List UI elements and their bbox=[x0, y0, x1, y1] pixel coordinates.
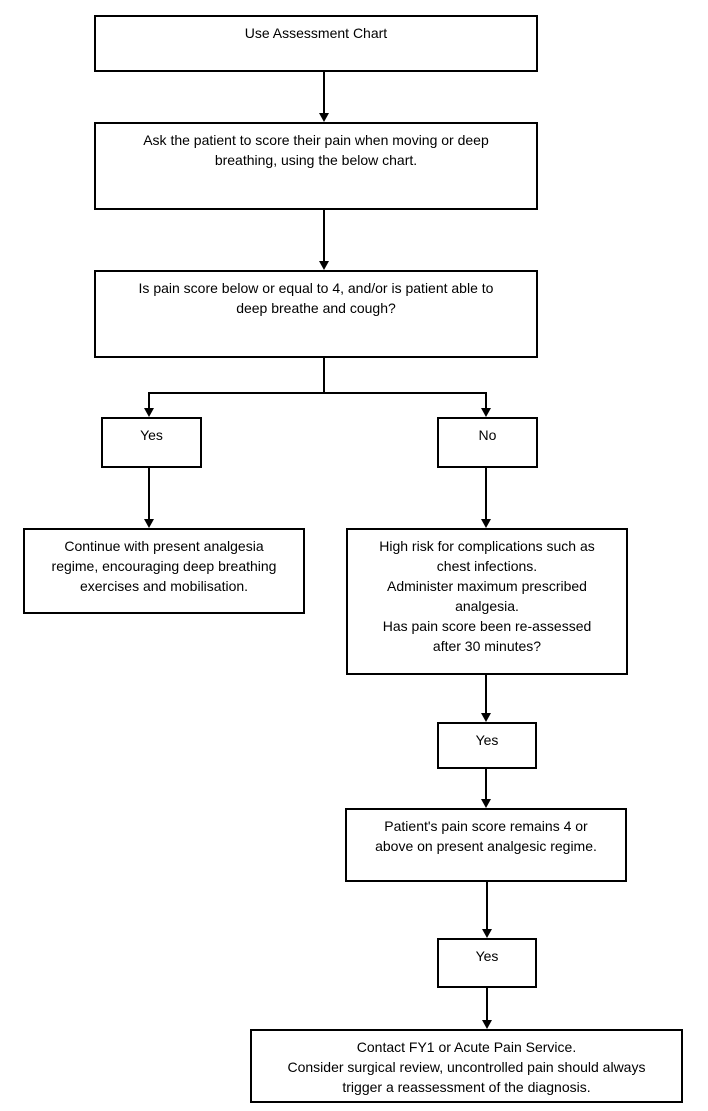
connector-question-stem bbox=[323, 358, 325, 394]
connector-start-to-ask bbox=[323, 72, 325, 113]
arrowhead-no-to-highrisk bbox=[481, 519, 491, 528]
connector-branch-to-yes bbox=[148, 392, 150, 408]
arrowhead-ask-to-question bbox=[319, 261, 329, 270]
arrowhead-branch-to-yes bbox=[144, 408, 154, 417]
node-ask-patient-pain-score: Ask the patient to score their pain when… bbox=[94, 122, 538, 210]
node-pain-score-remains: Patient's pain score remains 4 or above … bbox=[345, 808, 627, 882]
node-yes-branch-3: Yes bbox=[437, 938, 537, 988]
connector-ask-to-question bbox=[323, 210, 325, 261]
arrowhead-branch-to-no bbox=[481, 408, 491, 417]
arrowhead-yes-to-continue bbox=[144, 519, 154, 528]
node-continue-analgesia: Continue with present analgesia regime, … bbox=[23, 528, 305, 614]
node-high-risk-complications: High risk for complications such as ches… bbox=[346, 528, 628, 675]
node-use-assessment-chart: Use Assessment Chart bbox=[94, 15, 538, 72]
connector-yes3-to-contact bbox=[486, 988, 488, 1020]
node-no-branch: No bbox=[437, 417, 538, 468]
arrowhead-start-to-ask bbox=[319, 113, 329, 122]
arrowhead-yes2-to-remains bbox=[481, 799, 491, 808]
node-pain-score-question: Is pain score below or equal to 4, and/o… bbox=[94, 270, 538, 358]
node-contact-pain-service: Contact FY1 or Acute Pain Service. Consi… bbox=[250, 1029, 683, 1103]
arrowhead-yes3-to-contact bbox=[482, 1020, 492, 1029]
node-yes-branch-1: Yes bbox=[101, 417, 202, 468]
arrowhead-highrisk-to-yes2 bbox=[481, 713, 491, 722]
connector-yes2-to-remains bbox=[485, 769, 487, 799]
connector-remains-to-yes3 bbox=[486, 882, 488, 929]
arrowhead-remains-to-yes3 bbox=[482, 929, 492, 938]
connector-branch-bar bbox=[148, 392, 487, 394]
connector-highrisk-to-yes2 bbox=[485, 675, 487, 713]
connector-yes-to-continue bbox=[148, 468, 150, 519]
connector-no-to-highrisk bbox=[485, 468, 487, 519]
connector-branch-to-no bbox=[485, 392, 487, 408]
node-yes-branch-2: Yes bbox=[437, 722, 537, 769]
